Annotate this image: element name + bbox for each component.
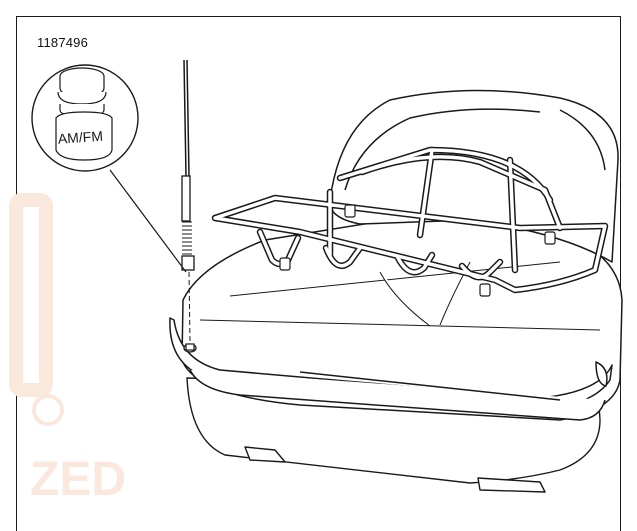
watermark-text: ZED <box>30 453 126 506</box>
rack-posts <box>279 204 556 297</box>
backrest-pad <box>329 89 619 263</box>
figure-id-label: 1187496 <box>37 35 89 50</box>
watermark: ZED <box>9 193 126 506</box>
callout-leader <box>109 169 187 273</box>
trunk-body <box>169 214 623 421</box>
callout-detail: AM/FM <box>31 64 139 172</box>
antenna <box>181 59 197 353</box>
callout-label: AM/FM <box>57 128 103 147</box>
